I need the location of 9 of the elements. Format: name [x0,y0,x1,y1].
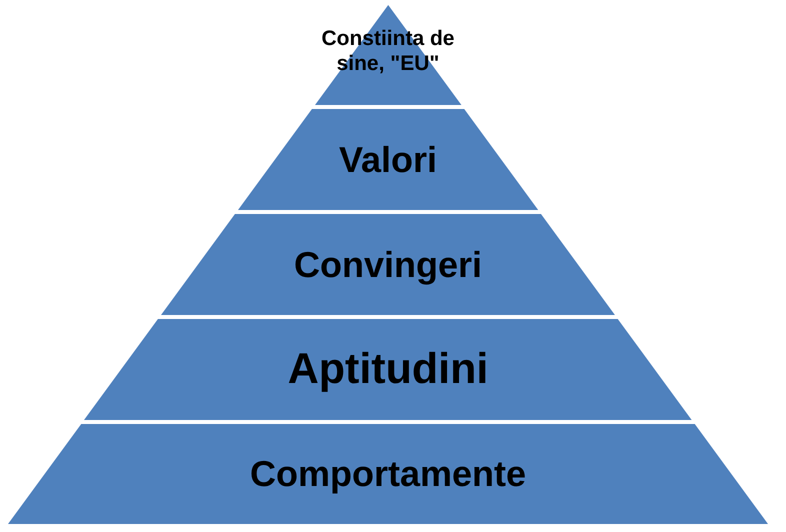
tier-label: Valori [338,138,438,182]
tier-label: Aptitudini [288,344,488,395]
pyramid-tier [84,319,692,420]
pyramid-tier [8,424,768,524]
pyramid-tier [238,109,538,210]
tier-label: Convingeri [294,242,482,286]
pyramid-tier [314,5,462,105]
pyramid-tier [161,214,615,315]
tier-label: Comportamente [250,452,526,496]
